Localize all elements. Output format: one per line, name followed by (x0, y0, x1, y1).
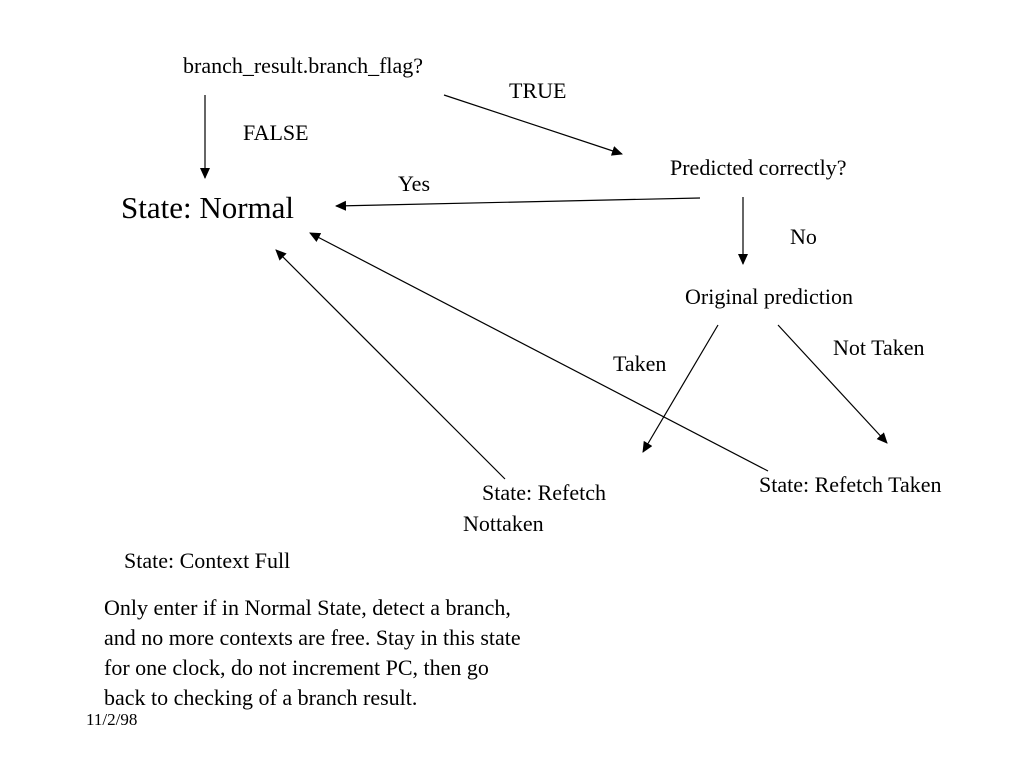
arrow-not-taken (777, 324, 888, 444)
edge-label-taken: Taken (613, 351, 667, 376)
arrow-yes (335, 197, 701, 211)
arrow-taken (642, 324, 719, 453)
arrow-true (443, 94, 623, 156)
node-refetch-taken: State: Refetch Taken (759, 472, 942, 497)
arrow-refetch-nottaken-to-normal (275, 249, 506, 480)
arrow-refetch-taken-to-normal (309, 232, 769, 472)
node-state-normal: State: Normal (121, 190, 295, 225)
node-branch-check: branch_result.branch_flag? (183, 53, 424, 78)
edge-label-not-taken: Not Taken (833, 335, 925, 360)
edge-label-true: TRUE (509, 78, 567, 103)
node-original-prediction: Original prediction (685, 284, 854, 309)
node-context-full: State: Context Full (124, 548, 291, 573)
edge-label-false: FALSE (243, 120, 309, 145)
node-predicted-correctly: Predicted correctly? (670, 155, 847, 180)
description-line: Only enter if in Normal State, detect a … (104, 595, 511, 620)
edge-label-yes: Yes (398, 171, 431, 196)
description-line: and no more contexts are free. Stay in t… (104, 625, 521, 650)
description-line: for one clock, do not increment PC, then… (104, 655, 489, 680)
footer-date: 11/2/98 (86, 710, 138, 729)
node-refetch-nottaken-line2: Nottaken (463, 511, 544, 536)
description-line: back to checking of a branch result. (104, 685, 418, 710)
context-full-description: Only enter if in Normal State, detect a … (104, 593, 521, 713)
edge-label-no: No (790, 224, 817, 249)
node-refetch-nottaken-line1: State: Refetch (482, 480, 607, 505)
